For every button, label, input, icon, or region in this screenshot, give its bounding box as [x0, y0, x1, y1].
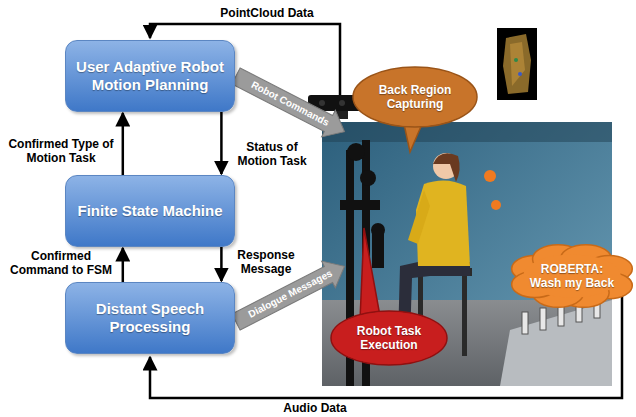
- flow-arrow: [122, 113, 125, 175]
- flow-arrow: [220, 112, 223, 174]
- data-label: PointCloud Data: [212, 6, 322, 20]
- point-cloud-thumbnail: [497, 28, 537, 100]
- arrow-label: Robot Commands: [249, 79, 331, 129]
- node-text: Distant Speech Processing: [76, 300, 224, 336]
- edge-label: Confirmed Command to FSM: [4, 249, 118, 277]
- data-label: Audio Data: [270, 401, 360, 415]
- process-box: Distant Speech Processing: [65, 282, 235, 354]
- process-box: Finite State Machine: [65, 175, 235, 247]
- flow-arrow: [122, 248, 125, 282]
- process-box: User Adaptive Robot Motion Planning: [65, 40, 235, 112]
- edge-label: Confirmed Type of Motion Task: [4, 137, 118, 165]
- callout-bubble: Robot Task Execution: [330, 310, 448, 366]
- node-text: Back Region Capturing: [366, 83, 464, 111]
- edge-label: Status of Motion Task: [230, 140, 314, 168]
- node-text: User Adaptive Robot Motion Planning: [76, 58, 224, 94]
- node-text: Finite State Machine: [77, 202, 222, 220]
- edge-label: Response Message: [230, 248, 302, 276]
- speech-cloud: ROBERTA: Wash my Back: [514, 246, 630, 306]
- node-text: Robot Task Execution: [344, 324, 434, 352]
- node-text: ROBERTA: Wash my Back: [528, 262, 616, 290]
- robot-commands-arrow: [229, 63, 351, 145]
- callout-bubble: Back Region Capturing: [352, 66, 478, 128]
- flow-arrow: [220, 247, 223, 281]
- photo: [322, 122, 612, 386]
